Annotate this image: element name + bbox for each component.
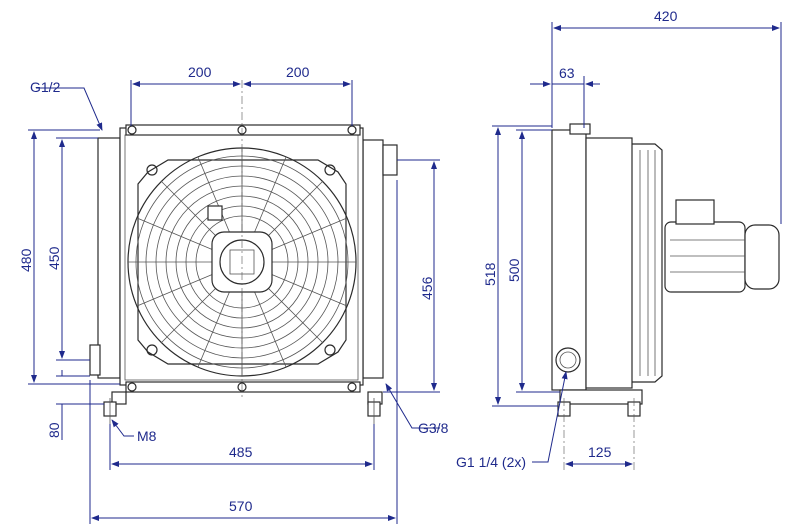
- front-view: [89, 80, 398, 424]
- side-terminal-box: [675, 199, 715, 225]
- terminal-box: [207, 205, 223, 221]
- side-top-port: [569, 123, 591, 135]
- right-tank: [362, 139, 384, 379]
- label-g1-1-4: G1 1/4 (2x): [456, 454, 526, 470]
- dimension-lines: [28, 22, 782, 524]
- side-view: [551, 123, 780, 470]
- label-m8: M8: [137, 428, 157, 444]
- g3-8-leader: [385, 383, 440, 429]
- dim-450: 450: [46, 246, 62, 270]
- bolt-hole: [347, 382, 357, 392]
- bolt-hole: [127, 125, 137, 135]
- m8-leader: [111, 419, 134, 437]
- g1-2-leader: [36, 87, 103, 131]
- dim-456: 456: [419, 276, 435, 300]
- dim-570: 570: [229, 498, 253, 514]
- shroud-screw: [146, 344, 158, 356]
- dimension-text: 200 200 420 63 G1/2 480 450 80 456 518 5…: [18, 8, 678, 514]
- left-tank: [97, 137, 121, 379]
- dim-518: 518: [482, 262, 498, 286]
- side-tank: [551, 129, 587, 391]
- label-g3-8: G3/8: [418, 420, 449, 436]
- side-motor-fan-cover: [744, 224, 780, 290]
- shroud-screw: [324, 344, 336, 356]
- side-fan-guard: [632, 143, 663, 383]
- side-core: [585, 137, 633, 389]
- right-port-top: [382, 144, 398, 176]
- dim-80: 80: [46, 422, 62, 438]
- dim-500: 500: [506, 258, 522, 282]
- dim-125: 125: [588, 444, 612, 460]
- side-bottom-port: [555, 347, 581, 373]
- dim-63: 63: [559, 65, 575, 81]
- shroud-screw: [324, 164, 336, 176]
- dim-480: 480: [18, 248, 34, 272]
- fan-shroud: [137, 159, 347, 365]
- side-bottom-port-inner: [559, 351, 577, 369]
- left-port-bottom: [89, 344, 101, 376]
- label-g1-2: G1/2: [30, 79, 61, 95]
- bolt-hole: [127, 382, 137, 392]
- bottom-flange: [125, 381, 361, 393]
- g1-1-4-leader: [532, 371, 568, 463]
- mounting-feet: [103, 391, 383, 424]
- top-flange: [125, 124, 361, 136]
- dim-200-left: 200: [188, 64, 212, 80]
- shroud-screw: [146, 164, 158, 176]
- dim-200-right: 200: [286, 64, 310, 80]
- dim-420: 420: [654, 8, 678, 24]
- dim-485: 485: [229, 444, 253, 460]
- side-motor-body: [664, 221, 746, 293]
- side-base: [559, 389, 643, 405]
